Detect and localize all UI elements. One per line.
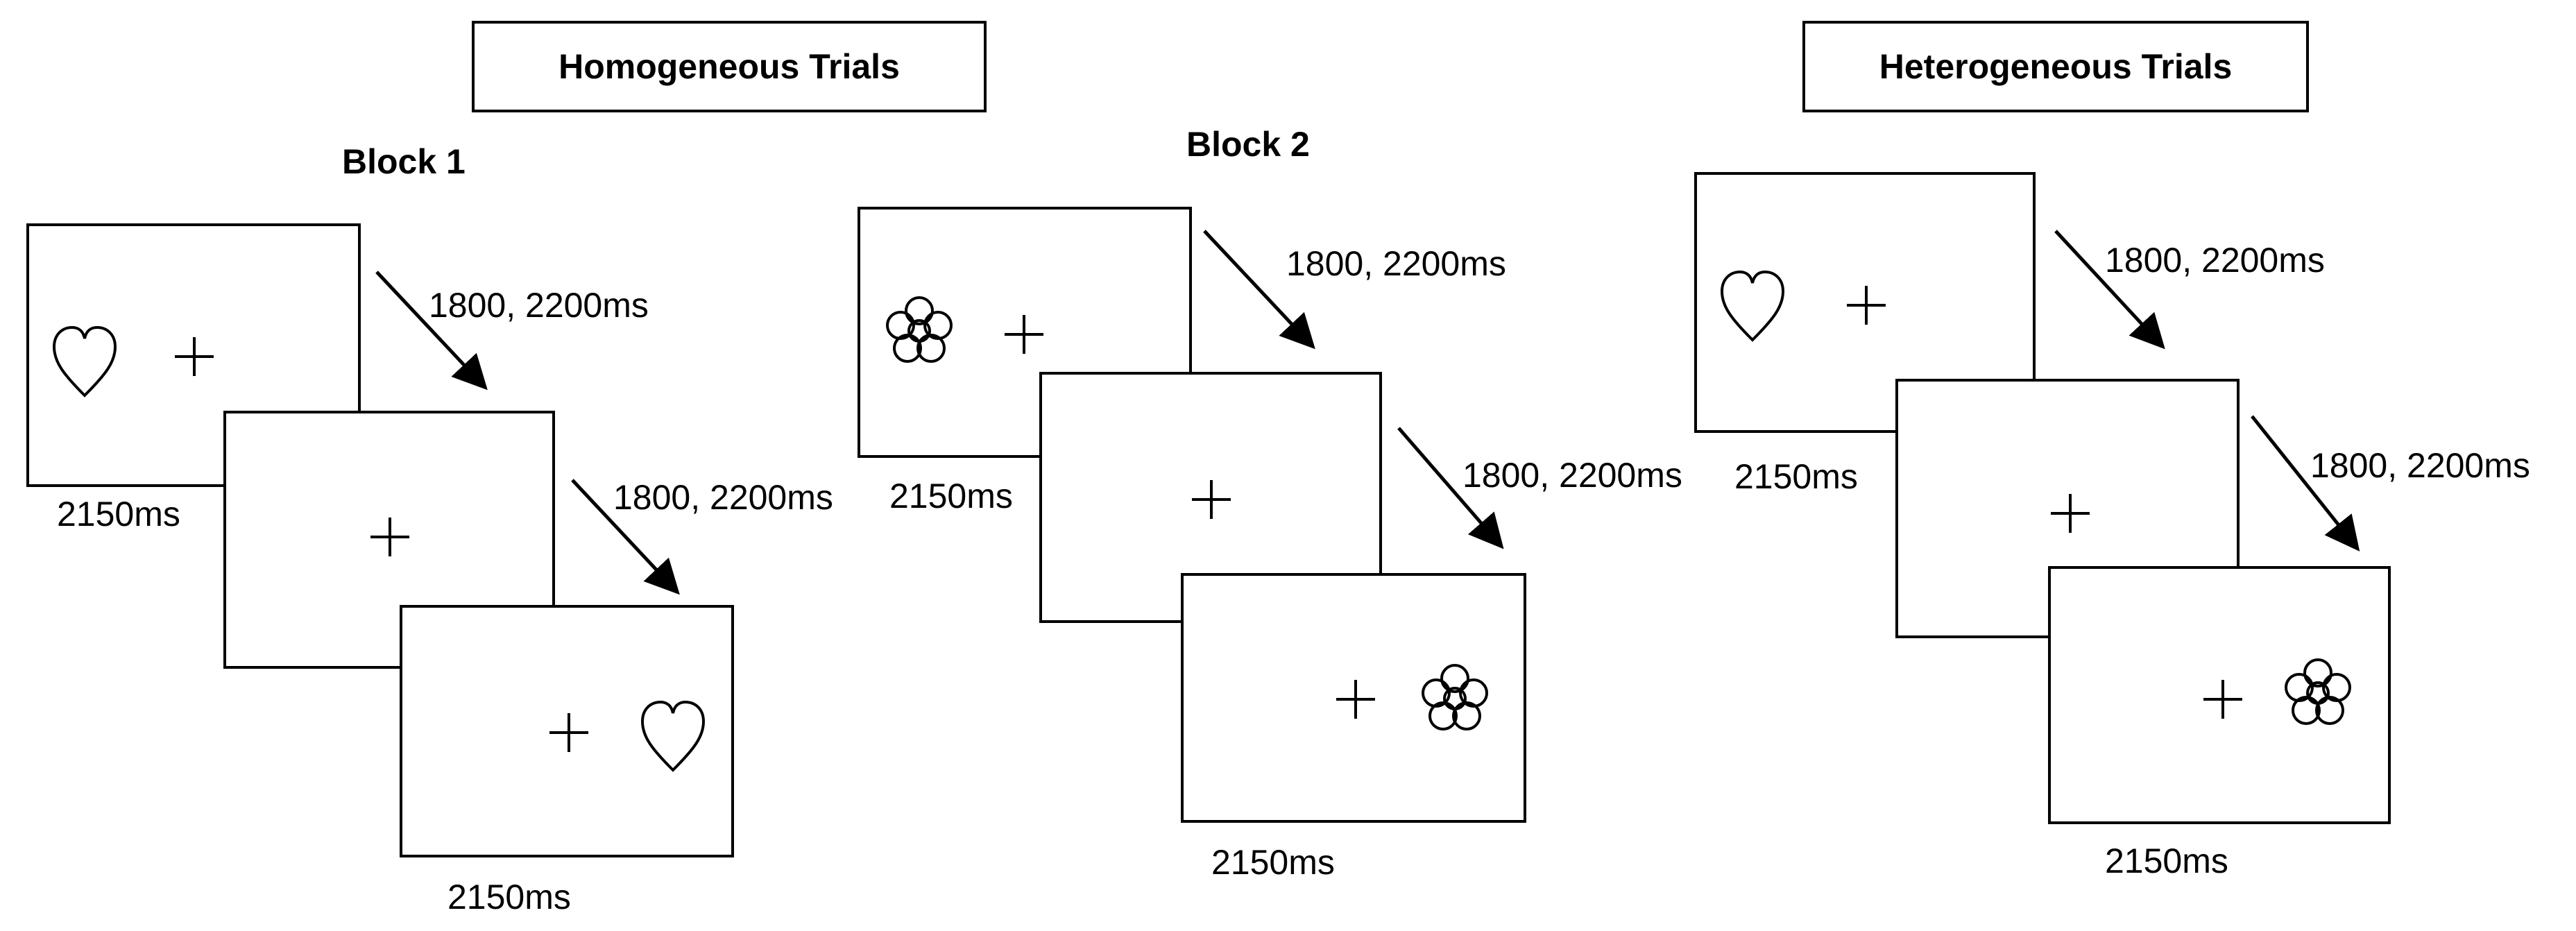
fixation-cross-icon <box>175 337 214 376</box>
fixation-cross-icon <box>1336 680 1375 719</box>
fixation-cross-icon <box>2203 680 2242 719</box>
block2-screen-3 <box>1181 573 1526 823</box>
heart-icon <box>640 700 706 772</box>
flower-icon <box>2285 658 2351 725</box>
hetero-stimulus-duration-1: 2150ms <box>1734 457 1858 496</box>
block-2-title: Block 2 <box>1186 125 1310 164</box>
hetero-stimulus-duration-2: 2150ms <box>2105 842 2228 880</box>
block1-stimulus-duration-1: 2150ms <box>57 495 180 533</box>
fixation-cross-icon <box>370 518 409 556</box>
block1-screen-1 <box>26 223 361 487</box>
fixation-cross-icon <box>1847 286 1886 325</box>
heterogeneous-trials-text: Heterogeneous Trials <box>1879 47 2233 86</box>
fixation-cross-icon <box>549 713 588 752</box>
block1-stimulus-duration-2: 2150ms <box>447 878 571 916</box>
heart-icon <box>1720 270 1785 342</box>
homogeneous-trials-header: Homogeneous Trials <box>472 21 987 112</box>
fixation-cross-icon <box>2051 494 2090 533</box>
block2-stimulus-duration-1: 2150ms <box>889 477 1013 515</box>
fixation-cross-icon <box>1192 480 1231 519</box>
block2-stimulus-duration-2: 2150ms <box>1211 843 1335 882</box>
homogeneous-trials-text: Homogeneous Trials <box>558 47 900 86</box>
block1-isi-duration-2: 1800, 2200ms <box>613 478 833 517</box>
heterogeneous-trials-header: Heterogeneous Trials <box>1802 21 2309 112</box>
block2-isi-duration-1: 1800, 2200ms <box>1286 244 1506 283</box>
fixation-cross-icon <box>1005 315 1043 354</box>
flower-icon <box>886 296 953 363</box>
block1-isi-duration-1: 1800, 2200ms <box>429 286 649 325</box>
hetero-screen-3 <box>2048 566 2391 824</box>
hetero-isi-duration-2: 1800, 2200ms <box>2310 446 2530 485</box>
heart-icon <box>52 325 117 398</box>
block-1-title: Block 1 <box>342 142 466 181</box>
hetero-isi-duration-1: 1800, 2200ms <box>2105 241 2325 280</box>
block2-isi-duration-2: 1800, 2200ms <box>1462 456 1682 495</box>
block1-screen-3 <box>400 605 734 857</box>
flower-icon <box>1422 664 1488 731</box>
